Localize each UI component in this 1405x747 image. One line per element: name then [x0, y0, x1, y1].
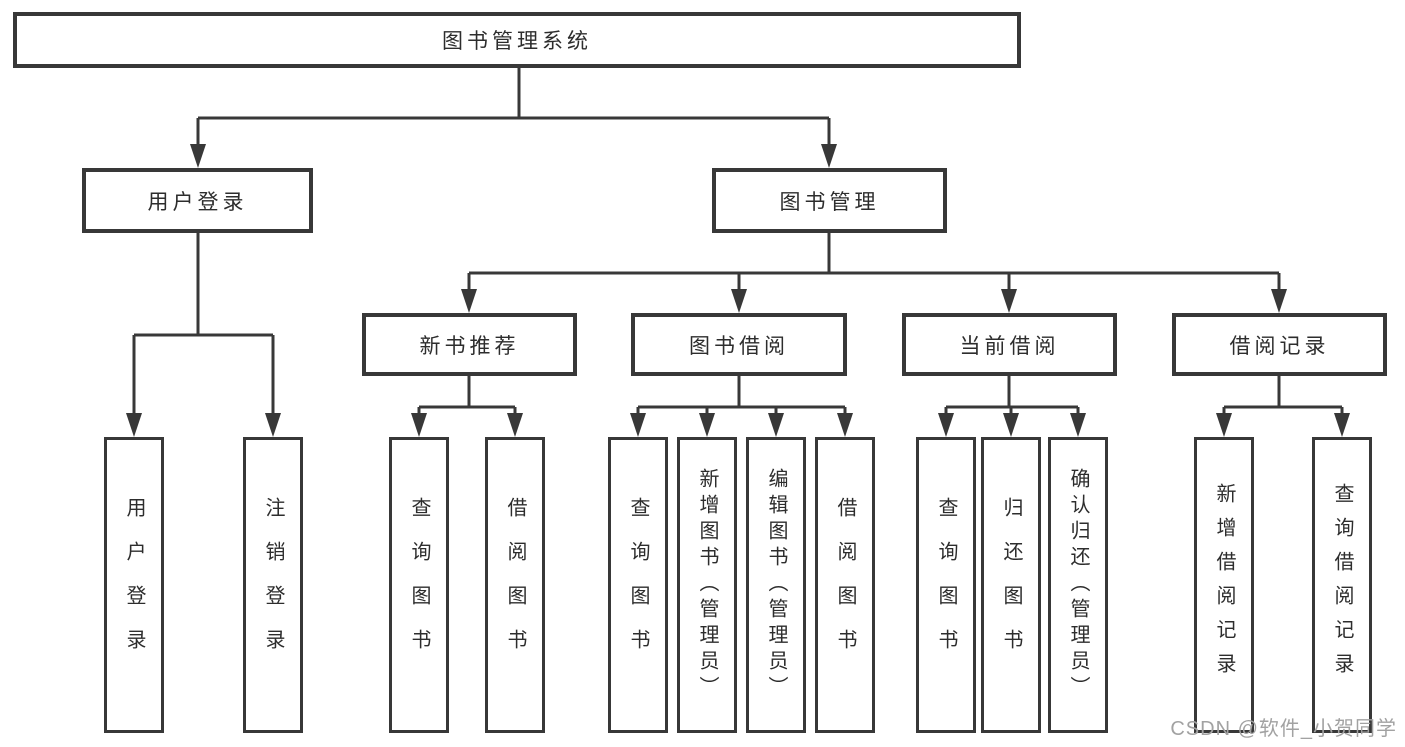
node-root-system: 图书管理系统 [13, 12, 1021, 68]
leaf-add-borrow-record: 新增借阅记录 [1194, 437, 1254, 733]
node-current-borrowing: 当前借阅 [902, 313, 1117, 376]
leaf-borrow-books-recommend: 借阅图书 [485, 437, 545, 733]
leaf-query-books-borrow: 查询图书 [608, 437, 668, 733]
leaf-query-books-current: 查询图书 [916, 437, 976, 733]
leaf-return-books: 归还图书 [981, 437, 1041, 733]
leaf-logout: 注销登录 [243, 437, 303, 733]
node-book-management: 图书管理 [712, 168, 947, 233]
leaf-query-books-recommend: 查询图书 [389, 437, 449, 733]
leaf-query-borrow-record: 查询借阅记录 [1312, 437, 1372, 733]
leaf-confirm-return-admin: 确认归还（管理员） [1048, 437, 1108, 733]
leaf-borrow-books: 借阅图书 [815, 437, 875, 733]
node-new-book-recommendation: 新书推荐 [362, 313, 577, 376]
csdn-watermark: CSDN @软件_小贺同学 [1170, 718, 1397, 740]
leaf-add-books-admin: 新增图书（管理员） [677, 437, 737, 733]
node-user-login: 用户登录 [82, 168, 313, 233]
node-book-borrowing: 图书借阅 [631, 313, 847, 376]
node-borrowing-records: 借阅记录 [1172, 313, 1387, 376]
leaf-user-login: 用户登录 [104, 437, 164, 733]
leaf-edit-books-admin: 编辑图书（管理员） [746, 437, 806, 733]
